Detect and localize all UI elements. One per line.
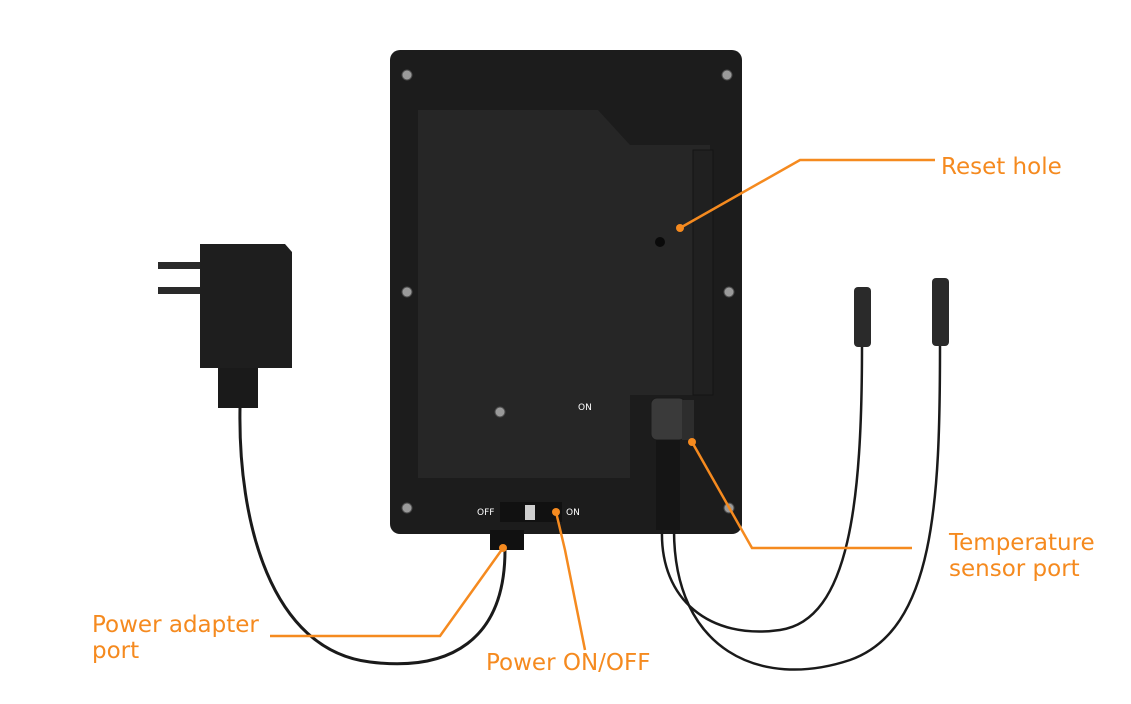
leader-power-adapter — [270, 547, 505, 638]
switch-off-marking: OFF — [477, 508, 494, 518]
power-adapter-icon — [158, 244, 292, 408]
callout-reset-hole: Reset hole — [941, 154, 1062, 180]
leader-reset — [679, 158, 935, 230]
probe-cable-left — [660, 344, 864, 633]
device-body — [390, 50, 742, 534]
callout-leaders — [270, 158, 935, 651]
panel-on-marking: ON — [578, 403, 592, 413]
probe-cable-right — [672, 344, 942, 671]
leader-power-switch — [554, 511, 587, 651]
adapter-cable — [238, 407, 507, 666]
screw-icon — [401, 69, 735, 514]
temperature-probe-icon — [854, 278, 949, 347]
temperature-sensor-connector — [650, 397, 694, 530]
antenna-strip — [692, 149, 714, 396]
power-switch[interactable] — [500, 502, 562, 522]
callout-power-switch: Power ON/OFF — [486, 650, 651, 676]
power-adapter-port[interactable] — [490, 530, 524, 550]
callout-dots — [499, 224, 696, 552]
battery-panel — [418, 110, 710, 478]
leader-temp — [690, 441, 912, 550]
callout-temperature-sensor-port: Temperature sensor port — [949, 530, 1095, 582]
switch-on-marking: ON — [566, 508, 580, 518]
callout-power-adapter-port: Power adapter port — [92, 612, 259, 664]
reset-hole[interactable] — [655, 237, 665, 247]
